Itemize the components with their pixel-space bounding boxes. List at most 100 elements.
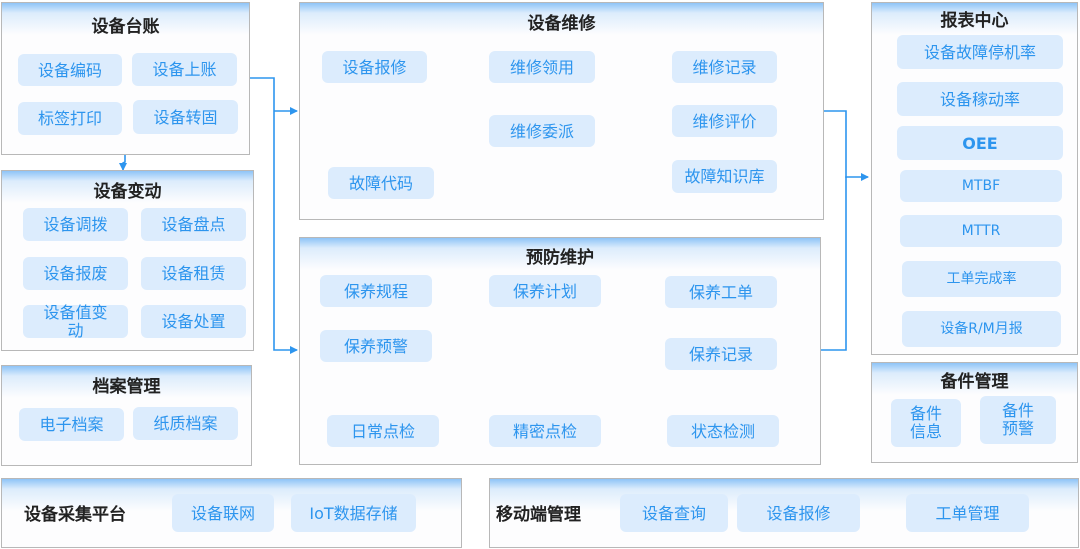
chip-rm-monthly-report[interactable]: 设备R/M月报: [902, 311, 1061, 347]
panel-mobile-management: 移动端管理 设备查询 设备报修 工单管理: [489, 478, 1079, 548]
chip-label: 精密点检: [512, 421, 577, 441]
chip-label: 设备稼动率: [939, 89, 1020, 109]
chip-repair-record[interactable]: 维修记录: [672, 51, 777, 83]
chip-label: 故障代码: [348, 173, 413, 193]
chip-label: 保养记录: [688, 344, 753, 364]
chip-label: 日常点检: [350, 421, 415, 441]
chip-asset-lease[interactable]: 设备租赁: [141, 257, 246, 290]
chip-label: 维修记录: [692, 57, 757, 77]
chip-label: 设备调拨: [43, 215, 108, 234]
panel-title: 预防维护: [526, 248, 594, 268]
chip-asset-disposal[interactable]: 设备处置: [141, 305, 246, 338]
chip-asset-inventory[interactable]: 设备盘点: [141, 208, 246, 241]
chip-maintenance-work-order[interactable]: 保养工单: [665, 276, 777, 308]
chip-mobile-repair-report[interactable]: 设备报修: [737, 494, 860, 532]
chip-label: 设备报修: [766, 503, 831, 523]
panel-report-center: 报表中心 设备故障停机率 设备稼动率 OEE MTBF MTTR 工单完成率 设…: [871, 2, 1078, 355]
chip-label: 设备联网: [190, 503, 255, 523]
chip-label: 工单管理: [935, 503, 1000, 523]
chip-label: 设备转固: [153, 107, 218, 127]
chip-label: 维修领用: [509, 57, 574, 77]
chip-asset-capitalization[interactable]: 设备转固: [133, 100, 238, 134]
line-ledger-trunk: [249, 77, 298, 354]
chip-fault-knowledge-base[interactable]: 故障知识库: [672, 160, 777, 193]
panel-title: 报表中心: [940, 11, 1009, 31]
chip-mobile-work-orders[interactable]: 工单管理: [906, 494, 1029, 532]
chip-label: 保养工单: [688, 282, 753, 302]
chip-label: 保养计划: [512, 281, 577, 301]
chip-fault-code[interactable]: 故障代码: [328, 167, 434, 199]
panel-equipment-repair: 设备维修 设备报修 维修领用 维修委派 维修记录 维修评价 故障知识库 故障代码: [299, 2, 824, 220]
chip-asset-onboarding[interactable]: 设备上账: [132, 53, 237, 86]
chip-label: 纸质档案: [153, 414, 218, 433]
chip-label: 设备处置: [161, 312, 226, 331]
chip-label: 保养规程: [343, 281, 408, 301]
chip-label: 备件信息: [909, 404, 942, 441]
chip-label: 设备值变动: [43, 302, 108, 340]
chip-condition-monitoring[interactable]: 状态检测: [667, 415, 779, 447]
chip-asset-transfer[interactable]: 设备调拨: [23, 208, 128, 241]
chip-electronic-archive[interactable]: 电子档案: [19, 408, 124, 441]
chip-label: 电子档案: [39, 415, 104, 434]
chip-label: OEE: [962, 133, 998, 153]
chip-paper-archive[interactable]: 纸质档案: [133, 407, 238, 440]
chip-repair-evaluation[interactable]: 维修评价: [672, 105, 777, 137]
chip-iot-data-storage[interactable]: IoT数据存储: [291, 494, 416, 532]
chip-label: 维修委派: [509, 121, 574, 141]
chip-repair-dispatch[interactable]: 维修委派: [489, 115, 595, 147]
panel-title: 设备变动: [93, 182, 162, 202]
panel-asset-change: 设备变动 设备调拨 设备盘点 设备报废 设备租赁 设备值变动 设备处置: [1, 170, 254, 351]
chip-device-networking[interactable]: 设备联网: [172, 494, 274, 532]
panel-archive-management: 档案管理 电子档案 纸质档案: [1, 365, 252, 466]
chip-label: 保养预警: [343, 336, 408, 356]
panel-asset-ledger: 设备台账 设备编码 设备上账 标签打印 设备转固: [1, 2, 250, 155]
panel-title: 设备维修: [527, 14, 596, 34]
chip-daily-inspection[interactable]: 日常点检: [327, 415, 439, 447]
chip-label: 状态检测: [690, 421, 755, 441]
panel-title: 设备采集平台: [24, 505, 126, 525]
chip-label: 设备报废: [43, 264, 108, 283]
chip-maintenance-procedure[interactable]: 保养规程: [320, 275, 432, 307]
line-preventive-to-reports: [820, 173, 869, 351]
chip-label: 设备故障停机率: [923, 42, 1036, 62]
chip-label: 标签打印: [37, 109, 102, 128]
chip-repair-requisition[interactable]: 维修领用: [489, 51, 595, 83]
panel-collection-platform: 设备采集平台 设备联网 IoT数据存储: [1, 478, 462, 548]
chip-label-printing[interactable]: 标签打印: [18, 102, 122, 135]
chip-utilization-rate[interactable]: 设备稼动率: [897, 82, 1063, 116]
chip-label: 备件预警: [1001, 401, 1034, 438]
panel-title: 备件管理: [940, 372, 1009, 392]
chip-label: 工单完成率: [946, 270, 1017, 287]
panel-title: 设备台账: [91, 17, 160, 37]
chip-mobile-device-query[interactable]: 设备查询: [620, 494, 728, 532]
chip-maintenance-warning[interactable]: 保养预警: [320, 330, 432, 362]
chip-mttr[interactable]: MTTR: [900, 215, 1062, 247]
arrow-ledger-to-change: [119, 154, 127, 171]
chip-label: 设备报修: [342, 57, 407, 77]
panel-title: 档案管理: [92, 377, 161, 397]
chip-label: 设备上账: [152, 60, 217, 79]
chip-asset-coding[interactable]: 设备编码: [18, 54, 122, 86]
chip-label: 设备查询: [641, 503, 706, 523]
chip-precision-inspection[interactable]: 精密点检: [489, 415, 601, 447]
chip-label: 设备编码: [37, 60, 102, 80]
chip-maintenance-record[interactable]: 保养记录: [665, 338, 777, 370]
chip-work-order-completion[interactable]: 工单完成率: [902, 261, 1061, 297]
chip-label: 设备R/M月报: [940, 320, 1023, 337]
chip-oee[interactable]: OEE: [897, 126, 1063, 160]
chip-label: 设备租赁: [161, 264, 226, 283]
chip-spare-part-info[interactable]: 备件信息: [891, 399, 961, 447]
panel-preventive-maintenance: 预防维护 保养规程 保养预警 保养计划 保养工单 保养记录 日常点检 精密点检 …: [299, 237, 821, 465]
chip-label: IoT数据存储: [309, 503, 398, 523]
chip-repair-report[interactable]: 设备报修: [322, 51, 427, 83]
chip-mtbf[interactable]: MTBF: [900, 170, 1062, 202]
chip-label: 维修评价: [692, 111, 757, 131]
chip-label: 故障知识库: [684, 166, 765, 186]
chip-asset-scrap[interactable]: 设备报废: [23, 257, 128, 290]
chip-asset-value-change[interactable]: 设备值变动: [23, 302, 128, 340]
chip-spare-part-warning[interactable]: 备件预警: [980, 396, 1056, 444]
chip-label: MTTR: [961, 222, 1001, 239]
chip-label: MTBF: [961, 177, 1001, 194]
chip-downtime-rate[interactable]: 设备故障停机率: [897, 35, 1063, 69]
chip-maintenance-plan[interactable]: 保养计划: [489, 275, 601, 307]
